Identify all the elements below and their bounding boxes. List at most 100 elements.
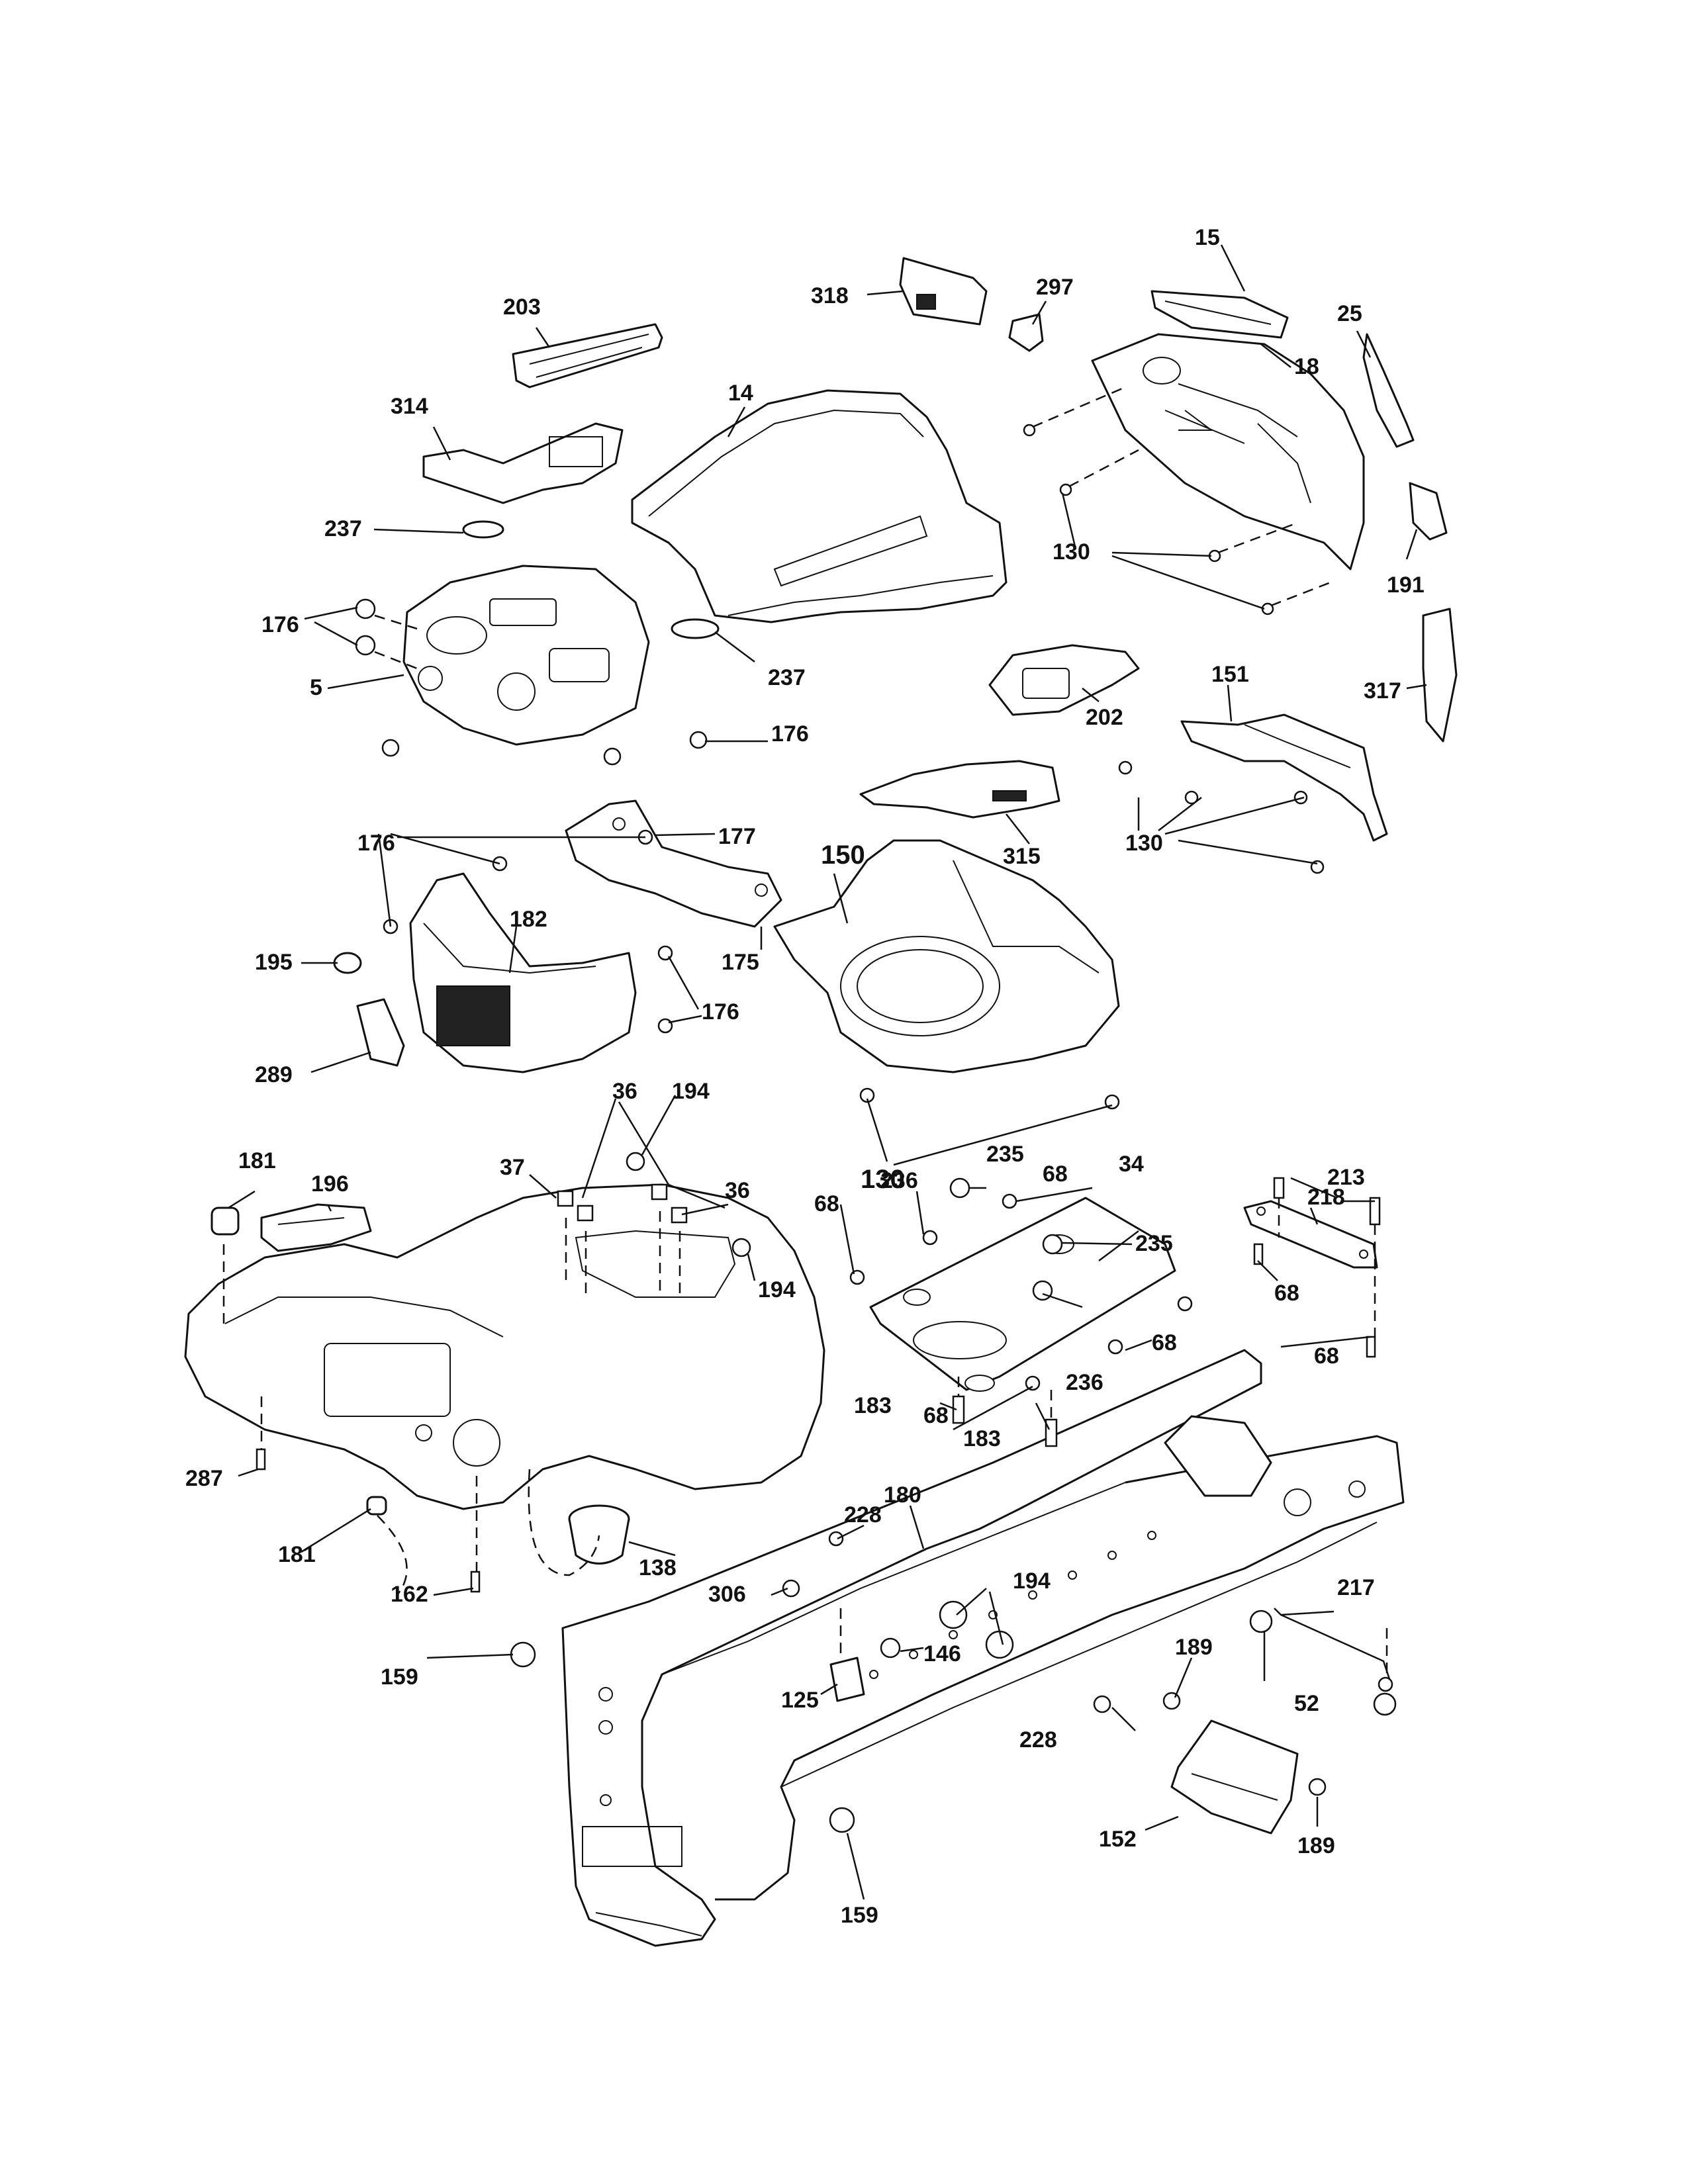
part-181-bushing-b — [366, 1496, 387, 1516]
callout-236-upper: 236 — [880, 1168, 918, 1193]
part-297-clip — [1008, 313, 1044, 352]
part-5-dash-console — [402, 565, 650, 746]
part-191-trim — [1409, 482, 1448, 541]
part-180-chassis-frame — [561, 1349, 1405, 1947]
callout-34: 34 — [1119, 1152, 1144, 1177]
callout-146: 146 — [923, 1641, 961, 1666]
callout-191: 191 — [1387, 572, 1425, 598]
part-289-bracket — [356, 998, 405, 1067]
part-138-grommet — [568, 1504, 630, 1565]
callout-labels: 15 25 18 297 318 203 14 314 237 176 237 … — [185, 225, 1425, 1928]
callout-195: 195 — [255, 950, 293, 975]
callout-159-bottom: 159 — [841, 1903, 878, 1928]
callout-68-bracket-mid: 68 — [1274, 1281, 1299, 1306]
callout-297: 297 — [1036, 275, 1074, 300]
part-314-decal — [422, 422, 624, 504]
callout-306: 306 — [708, 1582, 746, 1607]
callout-318: 318 — [811, 283, 849, 308]
part-152-shield — [1170, 1719, 1299, 1835]
part-237-plug-b — [671, 618, 720, 639]
callout-138: 138 — [639, 1555, 677, 1580]
callout-176-mid: 176 — [357, 831, 395, 856]
callout-162: 162 — [391, 1582, 428, 1607]
callout-150: 150 — [821, 841, 865, 870]
callout-leader-lines — [228, 244, 1427, 1900]
part-14-hood — [631, 389, 1008, 623]
part-315-decal — [859, 760, 1060, 819]
callout-183-left: 183 — [854, 1393, 892, 1418]
callout-68-left: 68 — [814, 1191, 839, 1216]
part-203-handle — [512, 323, 663, 388]
callout-287: 287 — [185, 1466, 223, 1491]
part-25-clip — [1362, 333, 1415, 448]
callout-182: 182 — [510, 907, 547, 932]
part-202-housing — [988, 644, 1140, 716]
callout-237-upper: 237 — [324, 516, 362, 541]
callout-130-top: 130 — [1053, 539, 1090, 565]
assembly-dashed-lines — [222, 386, 1388, 1674]
part-181-bushing-a — [211, 1206, 240, 1236]
callout-202: 202 — [1086, 705, 1123, 730]
callout-18: 18 — [1294, 354, 1319, 379]
callout-181-lower: 181 — [278, 1542, 316, 1567]
callout-5: 5 — [310, 675, 322, 700]
part-318-cover — [899, 257, 988, 326]
part-34-mounting-plate — [869, 1197, 1176, 1392]
callout-14: 14 — [728, 381, 753, 406]
callout-218: 218 — [1307, 1185, 1345, 1210]
callout-203: 203 — [503, 295, 541, 320]
callout-189-lower: 189 — [1297, 1833, 1335, 1858]
part-317-trim — [1422, 608, 1458, 743]
callout-68-right: 68 — [1152, 1330, 1177, 1355]
callout-68-bottom: 68 — [923, 1403, 949, 1428]
callout-183-right: 183 — [963, 1426, 1001, 1451]
callout-152: 152 — [1099, 1827, 1137, 1852]
callout-315: 315 — [1003, 844, 1041, 869]
callout-314: 314 — [391, 394, 428, 419]
callout-176-right: 176 — [771, 721, 809, 747]
callout-289: 289 — [255, 1062, 293, 1087]
callout-235-upper: 235 — [986, 1142, 1024, 1167]
part-182-lower-dash — [409, 872, 637, 1073]
callout-36-left: 36 — [612, 1079, 637, 1104]
callout-130-bottom: 130 — [861, 1165, 905, 1194]
callout-52: 52 — [1294, 1691, 1319, 1716]
callout-151: 151 — [1211, 662, 1249, 687]
callout-196: 196 — [311, 1171, 349, 1197]
callout-217: 217 — [1337, 1575, 1375, 1600]
part-125-block — [829, 1657, 865, 1702]
part-175-bracket — [565, 799, 782, 928]
part-195-plug — [333, 952, 362, 974]
callout-176-lower: 176 — [702, 999, 739, 1024]
callout-68-bracket-low: 68 — [1314, 1343, 1339, 1369]
part-37-footrest-panel — [184, 1183, 825, 1510]
callout-194-mid: 194 — [758, 1277, 796, 1302]
callout-130-right: 130 — [1125, 831, 1163, 856]
callout-176-upper: 176 — [261, 612, 299, 637]
callout-159-left: 159 — [381, 1664, 418, 1690]
part-150-shroud — [773, 839, 1120, 1073]
callout-181-upper: 181 — [238, 1148, 276, 1173]
callout-189-upper: 189 — [1175, 1635, 1213, 1660]
part-237-plug-a — [462, 520, 504, 539]
callout-228-upper: 228 — [844, 1502, 882, 1527]
callout-236-lower: 236 — [1066, 1370, 1103, 1395]
callout-37: 37 — [500, 1155, 525, 1180]
callout-15: 15 — [1195, 225, 1220, 250]
callout-228-lower: 228 — [1019, 1727, 1057, 1752]
part-15-lens — [1150, 290, 1289, 339]
part-217-rod — [1274, 1608, 1391, 1682]
callout-194-upper: 194 — [672, 1079, 710, 1104]
part-218-bracket — [1243, 1200, 1378, 1269]
part-196-pedal-cover — [260, 1203, 372, 1252]
callout-175: 175 — [722, 950, 759, 975]
part-151-bracket — [1180, 713, 1388, 842]
callout-317: 317 — [1364, 678, 1401, 704]
callout-25: 25 — [1337, 301, 1362, 326]
callout-68-top: 68 — [1043, 1161, 1068, 1187]
callout-235-lower: 235 — [1135, 1231, 1173, 1256]
callout-194-lower: 194 — [1013, 1569, 1051, 1594]
callout-180: 180 — [884, 1482, 921, 1508]
part-18-dash-panel — [1091, 333, 1365, 570]
